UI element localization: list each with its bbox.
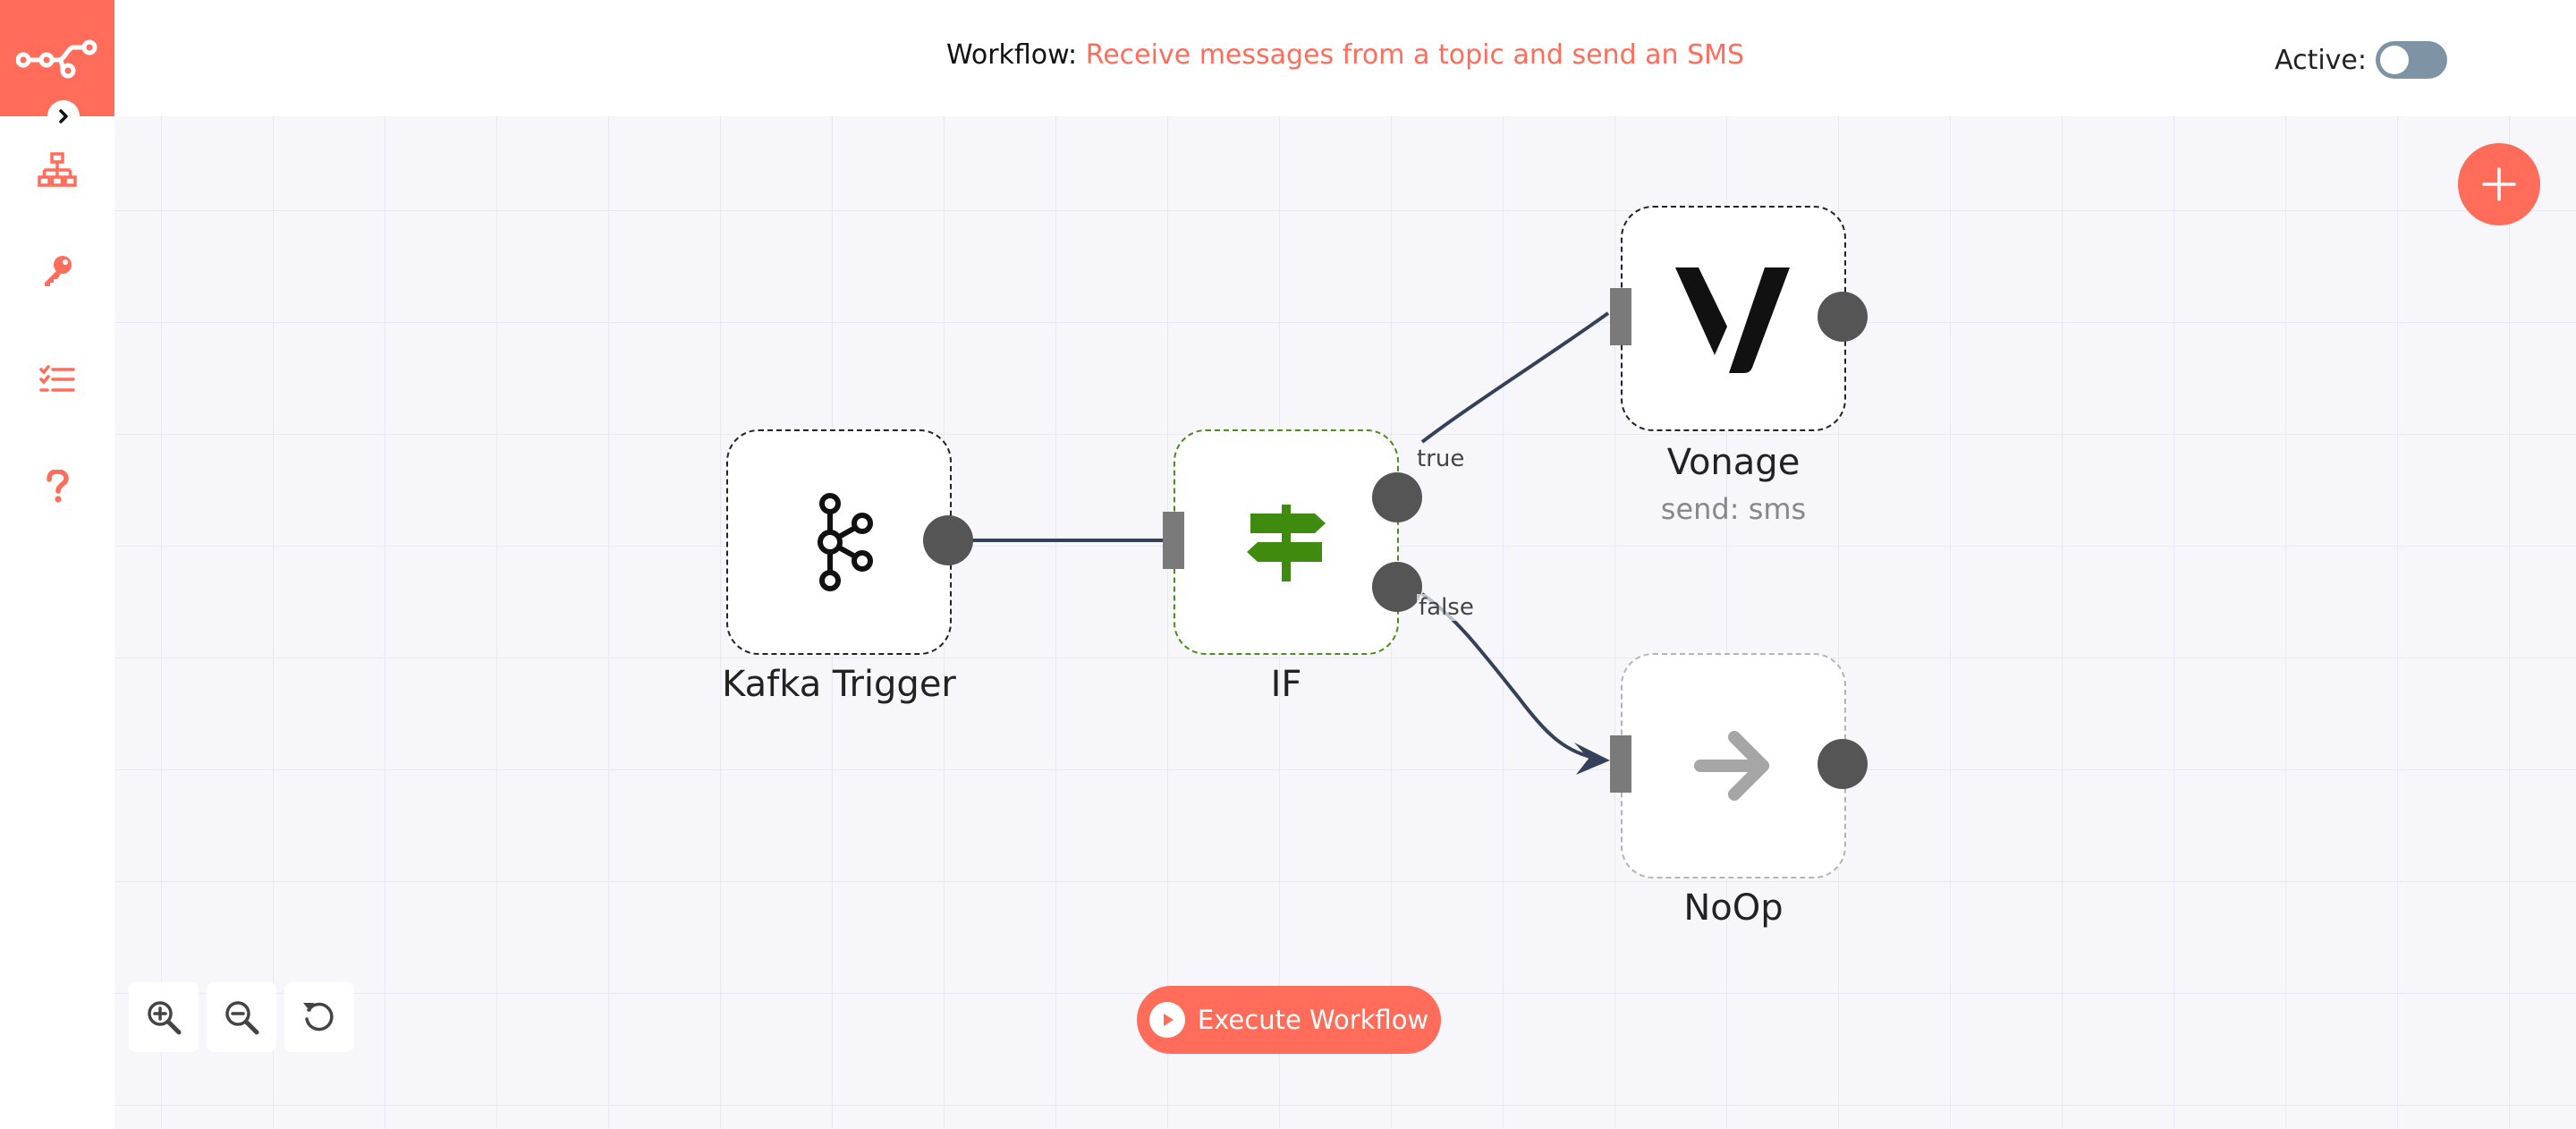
sidebar-item-help[interactable]	[27, 456, 88, 517]
node-kafka-trigger[interactable]	[726, 429, 952, 655]
plus-icon	[2482, 167, 2516, 201]
noop-input-port[interactable]	[1610, 735, 1631, 793]
sidebar	[0, 0, 114, 1129]
sidebar-item-workflows[interactable]	[27, 140, 88, 200]
connections-layer	[971, 311, 1610, 775]
expand-sidebar-button[interactable]	[47, 100, 80, 132]
question-icon	[47, 470, 69, 503]
connection-if-vonage[interactable]	[1420, 311, 1610, 444]
add-node-button[interactable]	[2458, 143, 2540, 225]
n8n-logo[interactable]	[0, 0, 114, 116]
if-true-output-port[interactable]	[1372, 472, 1422, 522]
zoom-in-button[interactable]	[129, 982, 199, 1052]
kafka-icon	[818, 493, 873, 591]
signpost-icon	[1247, 505, 1326, 581]
vonage-input-port[interactable]	[1610, 288, 1631, 345]
workflow-name[interactable]: Receive messages from a topic and send a…	[1085, 39, 1745, 71]
play-icon	[1148, 1002, 1185, 1038]
sidebar-item-credentials[interactable]	[27, 240, 88, 301]
active-control: Active:	[2275, 41, 2447, 79]
zoom-out-button[interactable]	[207, 982, 276, 1052]
node-label-vonage: Vonage	[1666, 442, 1801, 483]
network-icon	[38, 152, 77, 187]
noop-output-port[interactable]	[1818, 739, 1868, 789]
workflow-canvas[interactable]: Kafka Trigger IF true false Vonage send:…	[114, 116, 2576, 1129]
chevron-right-icon	[59, 109, 68, 123]
active-label: Active:	[2275, 44, 2367, 76]
arrow-right-icon	[1694, 731, 1769, 801]
kafka-output-port[interactable]	[923, 515, 973, 565]
sidebar-item-executions[interactable]	[27, 349, 88, 410]
edge-label-false: false	[1417, 594, 1476, 621]
workflow-title: Workflow: Receive messages from a topic …	[114, 39, 2576, 71]
active-toggle[interactable]	[2376, 41, 2447, 79]
if-input-port[interactable]	[1163, 512, 1184, 569]
node-label-if: IF	[1270, 664, 1302, 705]
execute-workflow-button[interactable]: Execute Workflow	[1137, 986, 1441, 1054]
n8n-logo-icon	[16, 39, 97, 79]
node-if[interactable]	[1174, 429, 1399, 655]
reset-zoom-icon	[303, 1002, 334, 1031]
zoom-out-icon	[225, 1001, 259, 1035]
key-icon	[45, 256, 72, 286]
workflow-label: Workflow:	[945, 39, 1078, 71]
execute-workflow-label: Execute Workflow	[1197, 1005, 1429, 1035]
node-subtitle-vonage: send: sms	[1660, 492, 1807, 526]
node-vonage[interactable]	[1621, 206, 1846, 431]
toggle-knob	[2380, 46, 2409, 74]
node-label-noop: NoOp	[1683, 887, 1784, 929]
vonage-icon	[1675, 267, 1790, 373]
if-false-output-port[interactable]	[1372, 562, 1422, 612]
task-list-icon	[39, 365, 75, 392]
vonage-output-port[interactable]	[1818, 292, 1868, 342]
zoom-in-icon	[148, 1001, 182, 1035]
node-label-kafka: Kafka Trigger	[722, 664, 956, 705]
top-bar: Workflow: Receive messages from a topic …	[114, 0, 2576, 116]
connection-arrowhead	[1574, 743, 1610, 775]
edge-label-true: true	[1415, 446, 1467, 472]
reset-zoom-button[interactable]	[284, 982, 354, 1052]
node-noop[interactable]	[1621, 653, 1846, 879]
